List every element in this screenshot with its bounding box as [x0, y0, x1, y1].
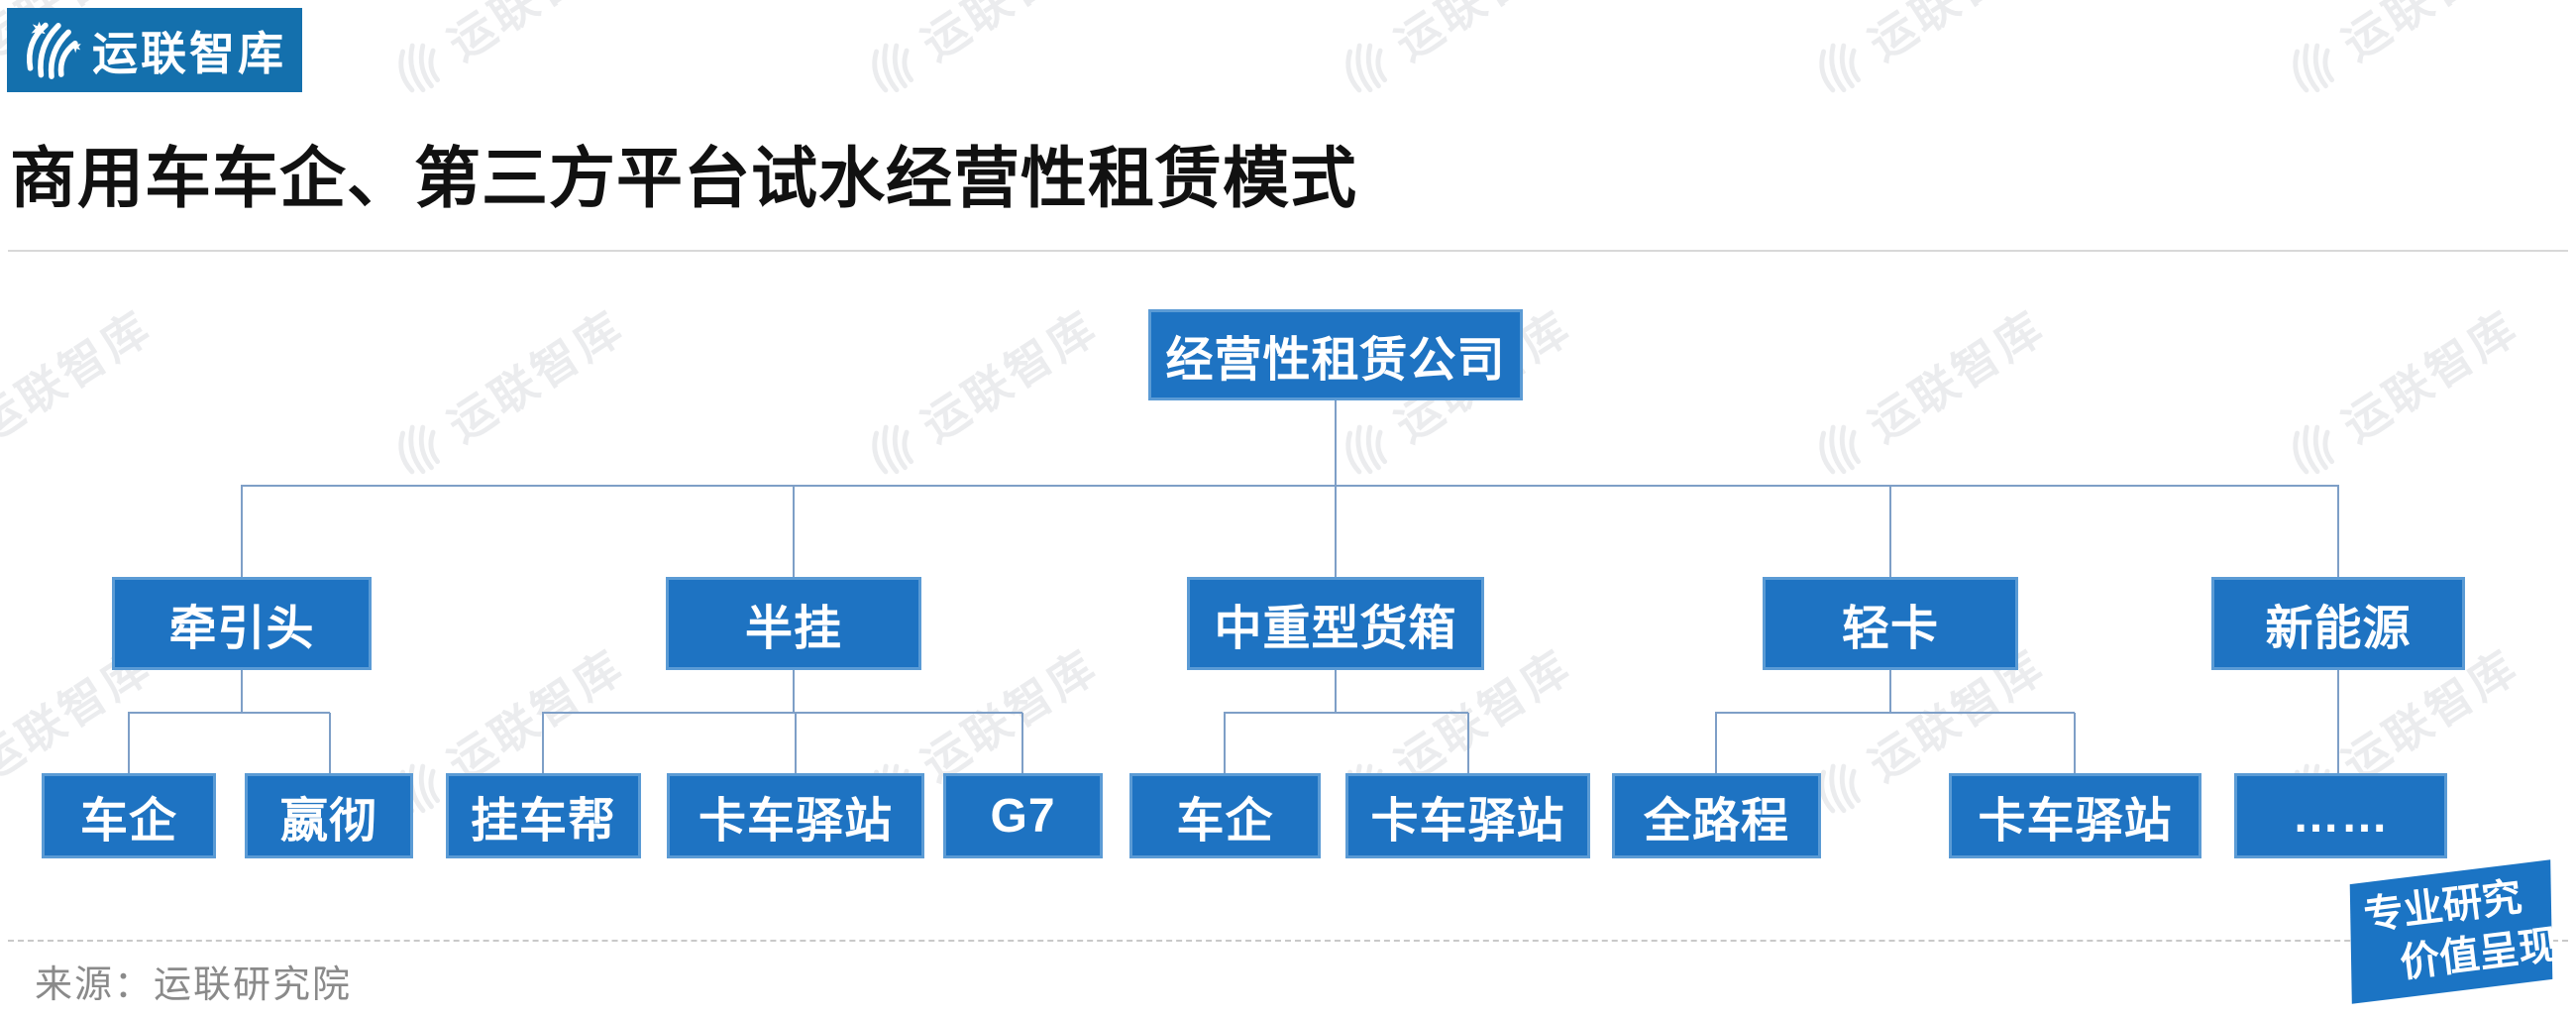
title-divider [8, 250, 2568, 252]
watermark: 运联智库 [1326, 0, 1582, 109]
connector-stub-tractor [241, 670, 243, 713]
footer-divider [8, 940, 2568, 942]
source-note: 来源：运联研究院 [35, 964, 353, 1006]
watermark: 运联智库 [0, 300, 161, 452]
brand-logo: 运联智库 [7, 8, 302, 92]
connector-childdrop [1715, 713, 1717, 773]
star-spark [31, 21, 47, 39]
connector-childdrop [329, 713, 331, 773]
node-root: 经营性租赁公司 [1148, 309, 1523, 400]
watermark: 运联智库 [378, 0, 635, 109]
connector-childdrop [542, 713, 544, 773]
connector-subbus-tractor [128, 712, 330, 714]
connector-stub-semitrailer [793, 670, 795, 713]
watermark: 运联智库 [2273, 292, 2529, 491]
watermark: 运联智库 [852, 292, 1109, 491]
connector-childdrop [1021, 713, 1023, 773]
node-truckstop-2: 卡车驿站 [1345, 773, 1590, 858]
connector-drop-tractor [241, 485, 243, 577]
node-newenergy: 新能源 [2211, 577, 2465, 670]
connector-root-drop [1335, 398, 1337, 486]
star-spark [70, 40, 81, 53]
page-title: 商用车车企、第三方平台试水经营性租赁模式 [10, 142, 1357, 216]
node-inceptio: 嬴彻 [245, 773, 413, 858]
node-tractor-oem: 车企 [42, 773, 216, 858]
slogan-badge: 专业研究 价值呈现 [2349, 859, 2560, 1004]
connector-childdrop [128, 713, 130, 773]
connector-drop-cargobox [1335, 485, 1337, 577]
node-quanlucheng: 全路程 [1612, 773, 1821, 858]
connector-subbus-lighttruck [1715, 712, 2075, 714]
globe-swirl-icon [27, 21, 81, 79]
watermark: 运联智库 [852, 0, 1109, 109]
node-tractor: 牵引头 [112, 577, 372, 670]
node-truckstop-1: 卡车驿站 [667, 773, 924, 858]
connector-drop-newenergy [2337, 485, 2339, 577]
connector-childdrop [2074, 713, 2076, 773]
connector-childdrop [1467, 713, 1469, 773]
connector-childdrop [1224, 713, 1226, 773]
watermark: 运联智库 [2273, 0, 2529, 109]
connector-main-bus [241, 485, 2339, 487]
watermark: 运联智库 [1799, 292, 2056, 491]
watermark: 运联智库 [1799, 0, 2056, 109]
node-g7: G7 [943, 773, 1103, 858]
node-guachebang: 挂车帮 [446, 773, 641, 858]
connector-newenergy-child [2337, 670, 2339, 773]
node-semitrailer: 半挂 [666, 577, 921, 670]
connector-drop-lighttruck [1889, 485, 1891, 577]
connector-subbus-cargobox [1224, 712, 1468, 714]
node-cargobox: 中重型货箱 [1187, 577, 1484, 670]
node-ellipsis: …… [2234, 773, 2447, 858]
connector-subbus-semitrailer [542, 712, 1022, 714]
watermark: 运联智库 [378, 292, 635, 491]
connector-stub-lighttruck [1889, 670, 1891, 713]
connector-childdrop [795, 713, 797, 773]
node-truckstop-3: 卡车驿站 [1949, 773, 2201, 858]
connector-drop-semitrailer [793, 485, 795, 577]
brand-logo-text: 运联智库 [92, 27, 286, 79]
connector-stub-cargobox [1335, 670, 1337, 713]
node-cargobox-oem: 车企 [1129, 773, 1321, 858]
node-lighttruck: 轻卡 [1763, 577, 2018, 670]
